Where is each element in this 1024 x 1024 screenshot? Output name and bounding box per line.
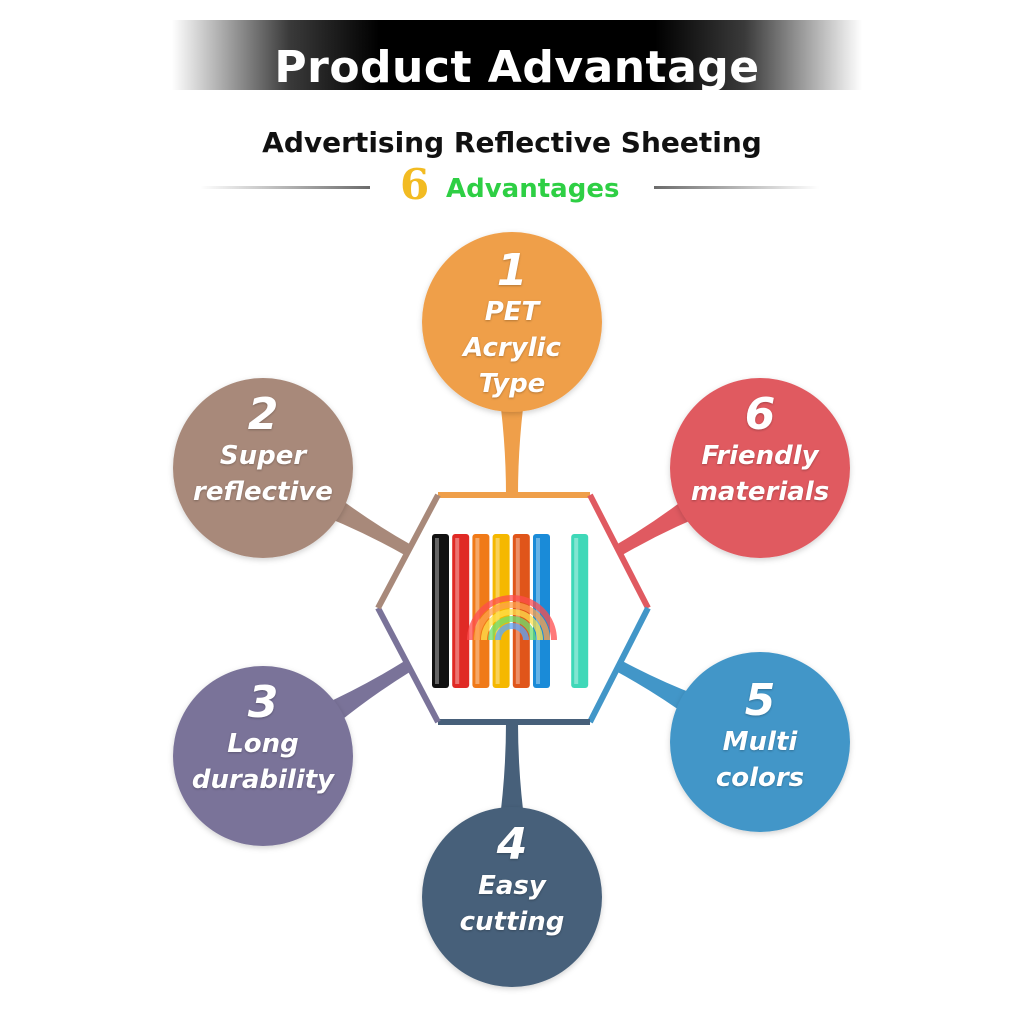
advantage-text: Friendly [701,441,819,471]
hex-edge-top-left [375,493,441,610]
product-roll-highlight [435,538,439,684]
advantage-number: 1 [496,245,528,296]
advantage-text: Super [219,441,307,471]
product-roll-highlight [475,538,480,684]
hex-edge-top-right [587,493,651,610]
advantage-circle-4 [422,807,602,987]
subtitle: Advertising Reflective Sheeting [262,126,762,159]
product-roll-1 [432,534,449,688]
advantage-circle-2 [173,378,353,558]
page-title: Product Advantage [274,42,760,93]
hex-edge-bottom-right [587,606,651,724]
product-roll-7 [571,534,589,688]
product-roll-highlight [574,538,579,684]
divider-left [200,186,370,189]
advantage-text: colors [715,763,805,793]
advantage-text: materials [690,477,830,507]
advantage-text: Acrylic [463,333,561,363]
advantage-number: 6 [744,389,776,440]
divider-right [654,186,819,189]
advantage-circle-1 [422,232,602,412]
product-roll-2 [452,534,470,688]
product-roll-highlight [536,538,540,684]
advantage-text: Type [478,369,546,399]
advantage-text: durability [191,765,335,795]
advantage-number: 4 [496,819,528,870]
advantage-number: 2 [247,389,279,440]
advantage-text: PET [484,297,540,327]
advantages-heading: 6 Advantages [400,160,640,210]
advantage-text: Long [227,729,299,759]
rainbow-logo [467,595,557,641]
advantages-label: Advantages [446,174,620,204]
advantage-circle-3 [173,666,353,846]
advantage-number: 5 [744,675,776,726]
advantage-circle-5 [670,652,850,832]
advantage-circle-6 [670,378,850,558]
hex-edge-bottom-left [375,606,441,724]
advantage-text: Multi [722,727,798,757]
advantage-text: Easy [478,871,546,901]
advantage-number: 3 [247,677,279,728]
advantage-text: cutting [459,907,565,937]
title-banner: Product Advantage [172,20,862,93]
advantage-text: reflective [193,477,333,507]
product-roll-highlight [455,538,460,684]
advantages-count: 6 [400,160,430,209]
